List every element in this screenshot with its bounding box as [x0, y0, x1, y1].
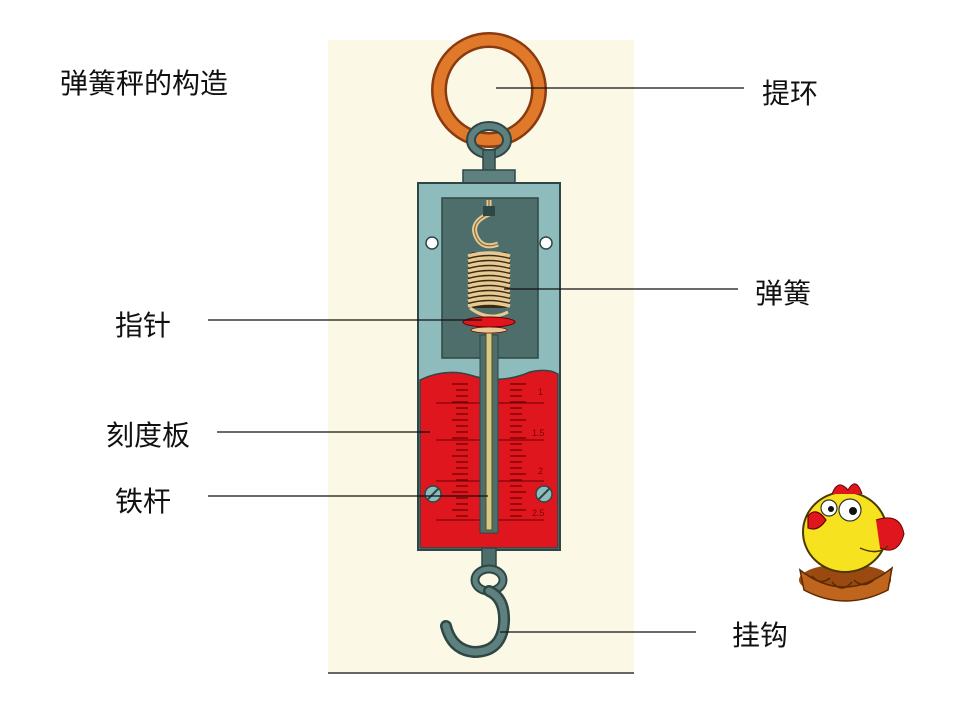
scale-mark-2-5: 2.5 — [532, 508, 545, 518]
label-pointer: 指针 — [115, 309, 172, 342]
label-hook: 挂钩 — [732, 619, 789, 652]
label-spring: 弹簧 — [755, 277, 812, 310]
label-lifting-ring: 提环 — [762, 77, 819, 110]
leader-lines — [208, 87, 744, 633]
scale-mark-1-5: 1.5 — [532, 428, 545, 438]
spring — [467, 251, 511, 318]
scale-ticks-right — [510, 383, 526, 517]
label-iron-rod: 铁杆 — [115, 485, 172, 518]
scale-mark-1: 1 — [538, 387, 543, 397]
page-title: 弹簧秤的构造 — [60, 67, 229, 100]
iron-rod — [485, 321, 493, 531]
scale-ticks-left — [452, 383, 468, 517]
label-scale-plate: 刻度板 — [106, 419, 191, 452]
scale-mark-2: 2 — [538, 466, 543, 476]
pointer — [462, 316, 516, 328]
chick-in-nest-icon — [798, 483, 905, 602]
